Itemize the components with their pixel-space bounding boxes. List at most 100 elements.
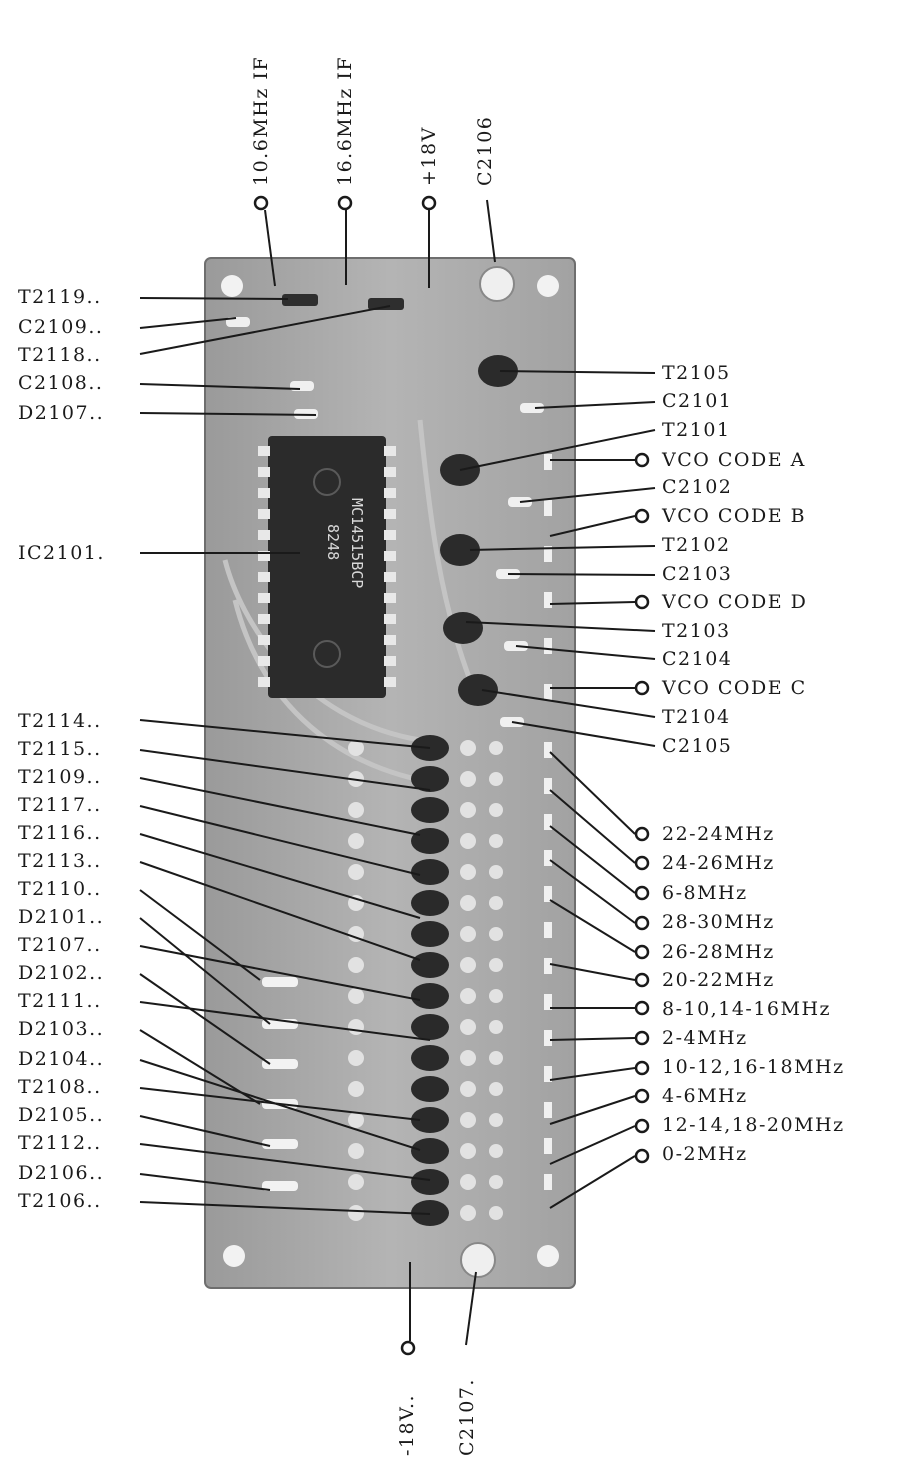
ic-pin [258,509,270,519]
solder-pad [460,1112,476,1128]
solder-pad [460,1205,476,1221]
label-8-10-14-16mhz: 8-10,14-16MHz [662,998,832,1020]
leader-line [139,833,421,919]
transistor [411,797,449,823]
contact-pad [544,684,552,700]
contact-pad [544,1030,552,1046]
label-10-12-16-18mhz: 10-12,16-18MHz [662,1056,845,1078]
transistor [478,355,518,387]
terminal-circle [634,680,650,696]
ic-pin [258,572,270,582]
label-6-8mhz: 6-8MHz [662,882,748,904]
terminal-circle [634,452,650,468]
label-c2109: C2109.. [18,316,104,338]
label-c2108: C2108.. [18,372,104,394]
transistor-smd [368,298,404,310]
solder-pad [348,864,364,880]
ic-pin [384,614,396,624]
leader-line [139,917,271,1025]
mounting-hole [537,275,559,297]
ic-marking: MC14515BCP 8248 [324,498,366,588]
transistor [411,828,449,854]
terminal-circle [634,1060,650,1076]
contact-pad [544,778,552,794]
solder-pad [489,1020,503,1034]
label-d2105: D2105.. [18,1104,105,1126]
label-c2106: C2106 [474,115,496,186]
diode [262,1059,298,1069]
ic-pin [258,656,270,666]
terminal-circle [634,1118,650,1134]
label-16-6mhz-if: 16.6MHz IF [334,55,356,186]
terminal-circle [337,195,353,211]
leader-line [469,545,656,551]
label-vco-code-d: VCO CODE D [662,591,808,613]
transistor [411,1045,449,1071]
ic-marking-line2: 8248 [324,524,342,560]
solder-pad [489,772,503,786]
leader-line [139,305,391,355]
leader-line [139,297,289,300]
ic-pin [384,530,396,540]
label-t2118: T2118.. [18,344,102,366]
leader-line [515,645,656,660]
terminal-circle [253,195,269,211]
solder-pad [460,802,476,818]
leader-line [139,973,271,1065]
ic-pin [258,446,270,456]
leader-line [139,317,237,329]
leader-line [549,1037,636,1041]
label-4-6mhz: 4-6MHz [662,1085,748,1107]
label-t2113: T2113.. [18,850,102,872]
terminal-circle [634,1088,650,1104]
terminal-circle [634,915,650,931]
contact-pad [544,1138,552,1154]
leader-line [459,429,656,471]
transistor [443,612,483,644]
label-t2108: T2108.. [18,1076,102,1098]
terminal-circle [634,885,650,901]
label-24-26mhz: 24-26MHz [662,852,775,874]
label-c2105: C2105 [662,735,733,757]
ic-pin [258,551,270,561]
label-d2102: D2102.. [18,962,105,984]
components [226,266,552,1278]
diode [262,977,298,987]
transistor [411,1169,449,1195]
leader-line [507,573,656,576]
leader-line [139,412,317,416]
diode [262,1139,298,1149]
solder-pad [348,1081,364,1097]
label-ic2101: IC2101. [18,542,105,564]
label-t2116: T2116.. [18,822,102,844]
ic-marking-line1: MC14515BCP [348,498,366,588]
solder-pad [460,957,476,973]
solder-pad [348,957,364,973]
contact-pad [544,454,552,470]
solder-pad [460,740,476,756]
ic-pin [384,593,396,603]
label-t2119: T2119.. [18,286,102,308]
leader-line [499,370,656,374]
solder-pad [348,1174,364,1190]
solder-pad [489,741,503,755]
leader-line [465,1271,477,1346]
label-c2104: C2104 [662,648,733,670]
leader-line [486,199,496,263]
leader-line [139,383,301,390]
solder-pad [460,1050,476,1066]
label-t2102: T2102 [662,534,731,556]
leader-line [139,719,431,749]
ic-pin [384,551,396,561]
label-t2114: T2114.. [18,710,102,732]
ic-pin [258,488,270,498]
contact-pad [544,922,552,938]
contact-pad [544,546,552,562]
transistor [411,983,449,1009]
transistor-smd [282,294,318,306]
solder-pad [460,771,476,787]
ic-pin1-dot [313,640,341,668]
contact-pad [544,994,552,1010]
label-d2103: D2103.. [18,1018,105,1040]
contact-pad [544,742,552,758]
